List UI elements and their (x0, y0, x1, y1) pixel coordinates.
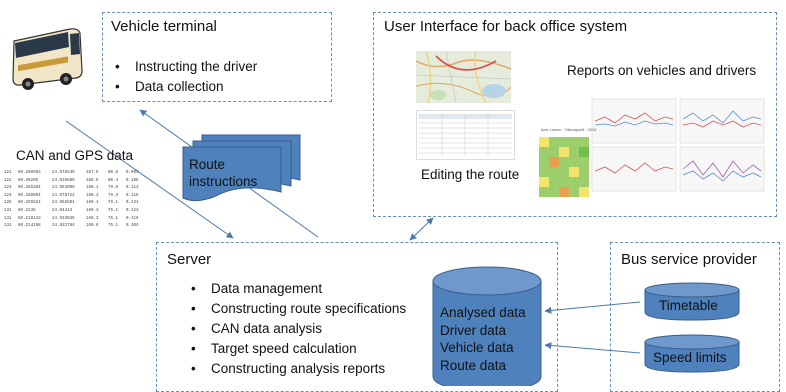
table-cell: 60.30205 (18, 178, 39, 183)
table-cell: 75.1 (108, 216, 119, 221)
list-item: Instructing the driver (109, 57, 257, 77)
arrow-ui-server (409, 217, 434, 241)
report-drawing: Acer Lisenn - Viikoraportti - 2014 (539, 98, 765, 197)
table-cell: 169.2 (86, 208, 99, 213)
arrow-can-to-server (65, 120, 234, 239)
table-row: 121 60.280993 24.978249 167.6 80.6 0.093 (4, 170, 146, 178)
table-cell: 24.978722 (52, 193, 75, 198)
report-caption: Acer Lisenn - Viikoraportti - 2014 (541, 128, 596, 132)
vehicle-terminal-title: Vehicle terminal (111, 18, 217, 35)
table-cell: 167.6 (86, 171, 99, 175)
table-cell: 131 (4, 216, 12, 221)
table-cell: 24.933835 (52, 216, 75, 221)
table-cell: 122 (4, 178, 12, 183)
list-item: CAN data analysis (185, 319, 406, 339)
list-item: Constructing route specifications (185, 299, 406, 319)
table-cell: 0.106 (126, 178, 139, 183)
table-cell: 80.6 (108, 171, 119, 175)
user-interface-title: User Interface for back office system (384, 18, 628, 35)
table-row: 126 60.255524 24.965581 169.1 76.1 0.131 (4, 200, 146, 208)
table-cell: 169.8 (86, 224, 99, 229)
table-row: 124 60.288054 24.978722 169.2 79.3 0.116 (4, 193, 146, 201)
bus-service-provider-title: Bus service provider (621, 251, 757, 268)
list-item: Data management (185, 279, 406, 299)
route-instructions-line1: Route (189, 157, 226, 172)
table-cell: 60.255524 (18, 201, 41, 206)
database-line: Driver data (440, 322, 507, 338)
table-cell: 24.965581 (52, 201, 75, 206)
table-cell: 24.978249 (52, 171, 75, 175)
table-cell: 60.280993 (18, 171, 41, 175)
table-cell: 79.3 (108, 193, 119, 198)
table-cell: 0.122 (126, 208, 139, 213)
table-cell: 169.2 (86, 193, 99, 198)
table-cell: 24.94443 (52, 208, 73, 213)
list-item: Target speed calculation (185, 339, 406, 359)
database-line: Vehicle data (440, 340, 514, 355)
vehicle-terminal-list: Instructing the driver Data collection (109, 57, 257, 97)
table-cell: 24.953009 (52, 186, 75, 191)
table-cell: 76.1 (108, 201, 119, 206)
table-cell: 24.932784 (52, 224, 75, 229)
table-cell: 124 (4, 193, 12, 198)
report-heatmap (539, 137, 589, 197)
table-cell: 75.1 (108, 208, 119, 213)
table-cell: 0.116 (126, 216, 139, 221)
map-drawing (416, 51, 511, 103)
table-cell: 0.131 (126, 201, 139, 206)
table-cell: 131 (4, 224, 12, 229)
list-item: Constructing analysis reports (185, 359, 406, 379)
table-cell: 79.9 (108, 186, 119, 191)
reports-label: Reports on vehicles and drivers (567, 63, 757, 78)
list-item: Data collection (109, 77, 257, 97)
speed-limits-label: Speed limits (653, 350, 727, 365)
can-gps-table: 121 60.280993 24.978249 167.6 80.6 0.093 122 60… (4, 170, 146, 231)
report-thumbnail: Acer Lisenn - Viikoraportti - 2014 (537, 91, 767, 209)
table-cell: 169.1 (86, 201, 99, 206)
can-gps-label: CAN and GPS data (16, 148, 134, 163)
route-map-thumbnail (416, 51, 511, 103)
table-cell: 126 (4, 201, 12, 206)
table-cell: 169.1 (86, 186, 99, 191)
editing-route-label: Editing the route (421, 167, 520, 182)
database-labels: Analysed data Driver data Vehicle data R… (440, 304, 526, 374)
route-instructions-line2: instructions (189, 174, 258, 189)
timetable-label: Timetable (659, 298, 718, 313)
table-row: 131 60.2236 24.94443 169.2 75.1 0.122 (4, 208, 146, 216)
table-cell: 60.218143 (18, 216, 41, 221)
table-row: 122 60.30205 24.936686 168.6 80.4 0.106 (4, 178, 146, 186)
table-cell: 123 (4, 186, 12, 191)
table-cell: 60.288054 (18, 193, 41, 198)
table-cell: 121 (4, 171, 12, 175)
server-title: Server (167, 251, 212, 268)
bus-service-provider-box: Bus service provider (610, 242, 780, 392)
route-table-thumbnail (416, 110, 515, 160)
route-table-drawing (419, 114, 512, 156)
table-row: 131 60.218143 24.933835 169.3 75.1 0.116 (4, 216, 146, 224)
table-cell: 168.6 (86, 178, 99, 183)
database-line: Analysed data (440, 305, 526, 320)
table-cell: 0.104 (126, 224, 139, 229)
table-cell: 75.1 (108, 224, 119, 229)
table-cell: 169.3 (86, 216, 99, 221)
table-row: 131 60.214168 24.932784 169.8 75.1 0.104 (4, 223, 146, 231)
server-list: Data management Constructing route speci… (185, 279, 406, 379)
database-line: Route data (440, 357, 507, 373)
table-cell: 60.2236 (18, 208, 36, 213)
table-cell: 24.936686 (52, 178, 75, 183)
route-instructions-label: Route instructions (189, 156, 257, 190)
table-cell: 80.4 (108, 178, 119, 183)
table-cell: 0.093 (126, 171, 139, 175)
table-cell: 60.265384 (18, 186, 41, 191)
table-cell: 60.214168 (18, 224, 41, 229)
table-row: 123 60.265384 24.953009 169.1 79.9 0.113 (4, 185, 146, 193)
table-cell: 131 (4, 208, 12, 213)
table-cell: 0.116 (126, 193, 139, 198)
vehicle-terminal-box: Vehicle terminal Instructing the driver … (102, 12, 332, 102)
table-cell: 0.113 (126, 186, 139, 191)
user-interface-box: User Interface for back office system (373, 12, 777, 217)
